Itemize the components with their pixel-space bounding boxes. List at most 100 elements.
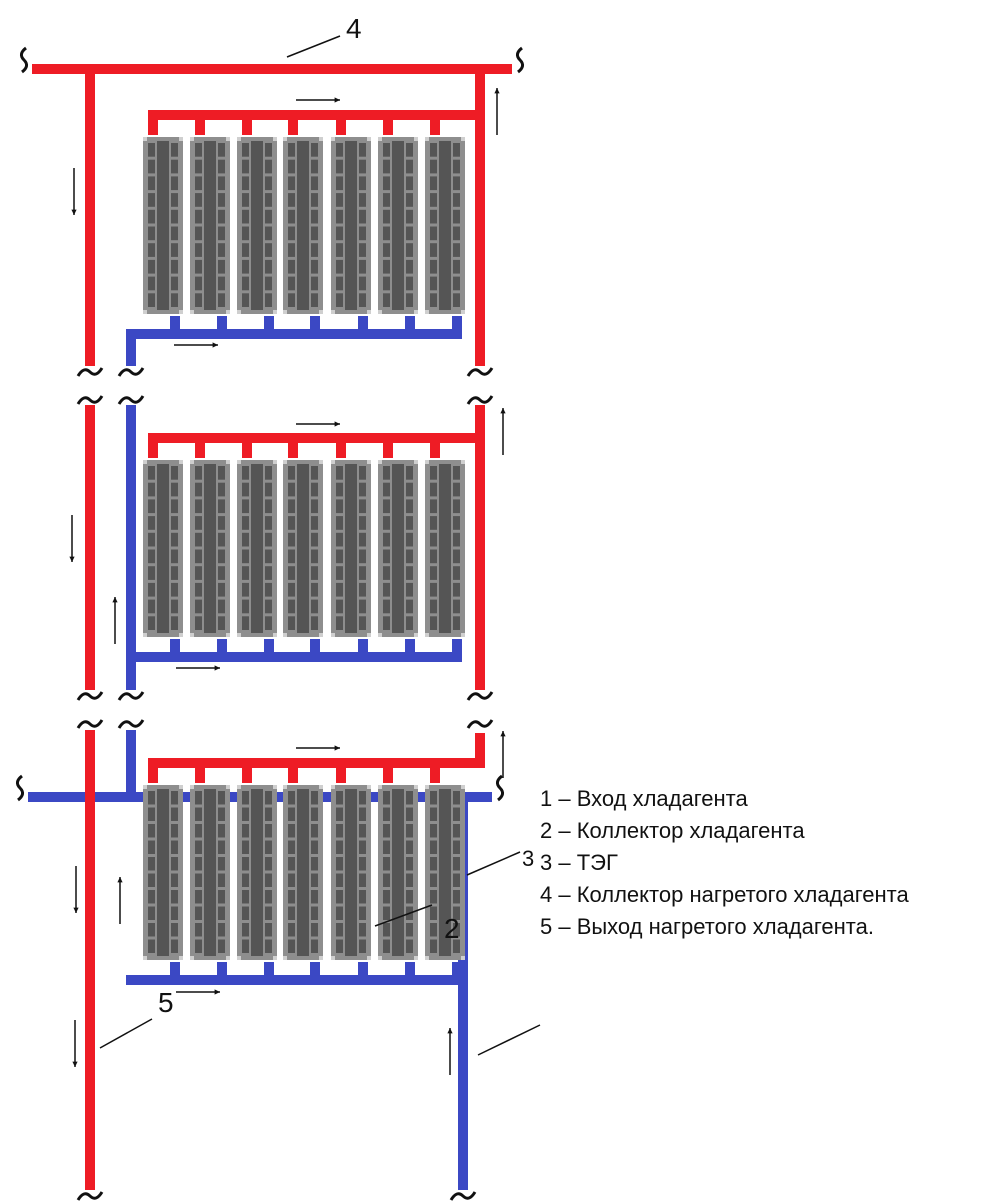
teg-modules [143, 137, 465, 960]
teg-cell [195, 857, 202, 871]
teg-cell [359, 890, 366, 904]
teg-cell [265, 209, 272, 224]
teg-cell [148, 243, 155, 257]
teg-cell [430, 549, 437, 564]
teg-pad [179, 785, 183, 789]
teg-module-core [345, 141, 357, 310]
teg-cell [311, 599, 318, 614]
teg-cell [288, 840, 295, 854]
teg-module-core [345, 464, 357, 633]
teg-cell [265, 939, 272, 953]
teg-cell [218, 516, 225, 530]
callout-leaders [99, 35, 541, 1056]
teg-cell [195, 939, 202, 953]
legend-item-1: 1 – Вход хладагента [540, 786, 748, 811]
teg-cell [171, 566, 178, 580]
teg-module-core [439, 464, 451, 633]
teg-cell [265, 599, 272, 614]
teg-cell [336, 807, 343, 821]
break-symbol [76, 719, 104, 729]
teg-cell [148, 482, 155, 497]
teg-cell [171, 923, 178, 937]
teg-module-core [251, 141, 263, 310]
teg-pad [425, 633, 429, 637]
teg-pad [367, 460, 371, 464]
teg-cell [311, 566, 318, 580]
teg-cell [288, 582, 295, 597]
teg-cell [265, 466, 272, 480]
teg-cell [406, 482, 413, 497]
teg-cell [288, 566, 295, 580]
teg-pad [179, 137, 183, 141]
teg-cell [218, 243, 225, 257]
teg-cell [453, 840, 460, 854]
teg-cell [430, 482, 437, 497]
teg-cell [406, 807, 413, 821]
teg-cell [148, 276, 155, 291]
teg-pad [226, 460, 230, 464]
teg-cell [406, 890, 413, 904]
teg-pad [283, 633, 287, 637]
teg-pad [237, 460, 241, 464]
teg-cell [242, 906, 249, 920]
teg-cell [359, 482, 366, 497]
teg-pad [190, 956, 194, 960]
break-symbol [76, 395, 104, 405]
flow-arrow-head [71, 209, 77, 215]
teg-cell [383, 259, 390, 274]
teg-cell [265, 923, 272, 937]
teg-cell [195, 276, 202, 291]
teg-pad [319, 460, 323, 464]
teg-cell [359, 226, 366, 241]
teg-cell [218, 616, 225, 630]
teg-module-core [439, 141, 451, 310]
teg-cell [288, 939, 295, 953]
teg-cell [336, 616, 343, 630]
legend: 1 – Вход хладагента 2 – Коллектор хладаг… [540, 783, 909, 943]
teg-cell [406, 499, 413, 514]
teg-cell [171, 209, 178, 224]
teg-cell [453, 159, 460, 174]
teg-pad [331, 460, 335, 464]
teg-cell [406, 599, 413, 614]
teg-cell [336, 226, 343, 241]
teg-cell [195, 193, 202, 207]
teg-cell [288, 499, 295, 514]
teg-cell [265, 482, 272, 497]
teg-cell [171, 599, 178, 614]
teg-cell [311, 209, 318, 224]
teg-pad [283, 785, 287, 789]
teg-cell [383, 824, 390, 838]
teg-cell [288, 873, 295, 887]
teg-cell [218, 566, 225, 580]
teg-cell [148, 807, 155, 821]
teg-cell [242, 209, 249, 224]
leader-4 [286, 35, 341, 58]
legend-item-3: 3 – ТЭГ [540, 850, 618, 875]
teg-cell [406, 243, 413, 257]
teg-cell [453, 857, 460, 871]
teg-pad [237, 137, 241, 141]
teg-cell [171, 549, 178, 564]
teg-cell [171, 259, 178, 274]
teg-cell [218, 226, 225, 241]
teg-cell [383, 176, 390, 191]
teg-cell [265, 906, 272, 920]
break-symbol [76, 691, 104, 701]
teg-cell [242, 516, 249, 530]
teg-cell [265, 873, 272, 887]
teg-cell [242, 549, 249, 564]
teg-cell [336, 906, 343, 920]
teg-cell [336, 791, 343, 805]
teg-pad [226, 633, 230, 637]
teg-cell [383, 807, 390, 821]
teg-cell [336, 193, 343, 207]
teg-pad [179, 460, 183, 464]
teg-cell [430, 516, 437, 530]
teg-pad [226, 956, 230, 960]
teg-pad [319, 310, 323, 314]
teg-cell [218, 176, 225, 191]
teg-cell [171, 807, 178, 821]
teg-cell [288, 276, 295, 291]
teg-cell [288, 824, 295, 838]
